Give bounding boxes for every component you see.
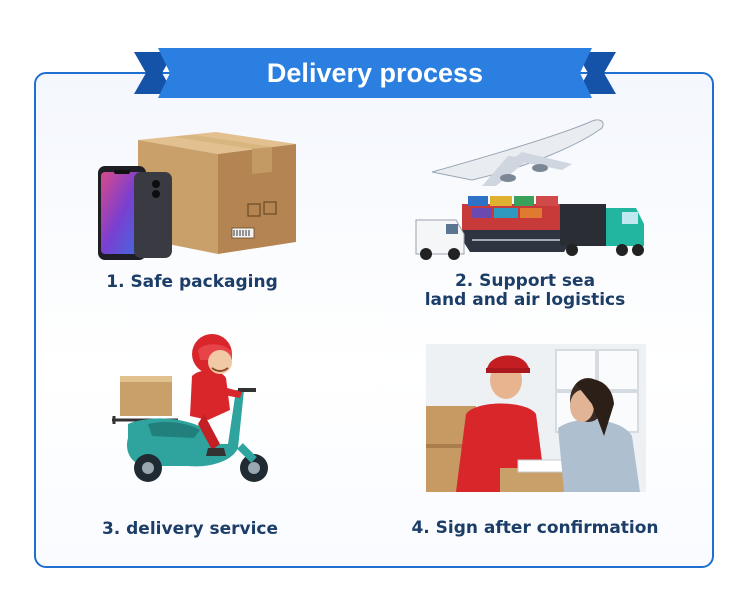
- logistics-illustration: [415, 119, 644, 260]
- step-2-label: 2. Support sea land and air logistics: [420, 272, 630, 310]
- customer-woman-icon: [558, 378, 640, 492]
- box-symbols-icon: [231, 201, 277, 239]
- page-title: Delivery process: [266, 58, 484, 88]
- courier-icon: [190, 334, 242, 456]
- truck-icon: [560, 204, 644, 256]
- step-4-label: 4. Sign after confirmation: [411, 518, 659, 538]
- step-2-label-line1: 2. Support sea: [454, 271, 596, 291]
- signing-photo: [426, 344, 646, 492]
- step-3-label: 3. delivery service: [101, 519, 279, 539]
- title-ribbon: Delivery process: [134, 48, 616, 98]
- van-icon: [415, 219, 465, 260]
- ribbon-shape: [134, 48, 616, 98]
- step-2-label-line2: land and air logistics: [424, 290, 626, 310]
- cargo-ship-icon: [456, 196, 578, 252]
- airplane-icon: [431, 119, 604, 186]
- step-1-label: 1. Safe packaging: [106, 272, 278, 292]
- scooter-courier-illustration: [112, 334, 268, 482]
- packaging-illustration: [98, 132, 296, 260]
- cargo-box-icon: [112, 376, 178, 424]
- smartphone-icon: [98, 166, 172, 260]
